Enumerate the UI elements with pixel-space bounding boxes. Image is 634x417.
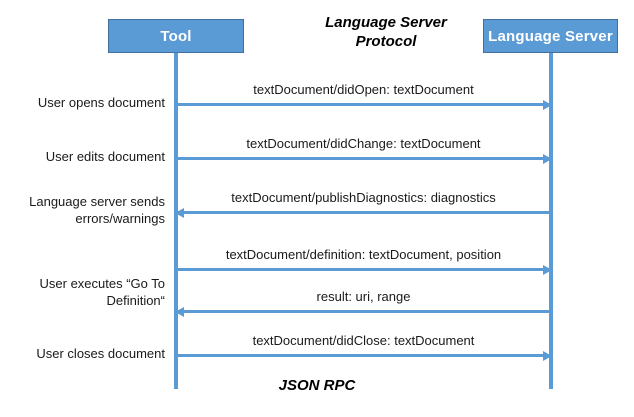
message-label-definition: textDocument/definition: textDocument, p…: [225, 247, 502, 262]
message-label-publish-diagnostics: textDocument/publishDiagnostics: diagnos…: [231, 190, 496, 205]
message-label-did-open: textDocument/didOpen: textDocument: [253, 82, 474, 97]
arrowhead-right-icon: [543, 350, 552, 361]
note-user-edits-document: User edits document: [45, 149, 165, 164]
arrowhead-right-icon: [543, 264, 552, 275]
note-user-opens-document: User opens document: [37, 95, 165, 110]
arrowhead-right-icon: [543, 153, 552, 164]
lifeline-language-server: [549, 53, 553, 389]
arrowhead-left-icon: [175, 207, 184, 218]
participant-box-tool[interactable]: Tool: [108, 19, 244, 53]
note-user-closes-document: User closes document: [36, 346, 165, 361]
arrowhead-right-icon: [543, 99, 552, 110]
arrowhead-left-icon: [175, 306, 184, 317]
participant-label-tool: Tool: [160, 27, 192, 45]
message-line: [176, 157, 551, 160]
diagram-title: Language Server Protocol: [325, 14, 447, 50]
message-line: [176, 354, 551, 357]
message-line: [176, 103, 551, 106]
participant-box-language-server[interactable]: Language Server: [483, 19, 618, 53]
footer-protocol-label: JSON RPC: [278, 377, 356, 394]
note-language-server-sends-errors: Language server sends errors/warnings: [29, 194, 165, 226]
message-label-did-close: textDocument/didClose: textDocument: [252, 333, 475, 348]
message-label-did-change: textDocument/didChange: textDocument: [246, 136, 481, 151]
message-line: [176, 310, 551, 313]
message-line: [176, 211, 551, 214]
participant-label-language-server: Language Server: [488, 27, 613, 45]
lifeline-tool: [174, 53, 178, 389]
message-line: [176, 268, 551, 271]
note-user-executes-go-to-definition: User executes “Go To Definition“: [39, 276, 165, 308]
message-label-definition-result: result: uri, range: [316, 289, 411, 304]
